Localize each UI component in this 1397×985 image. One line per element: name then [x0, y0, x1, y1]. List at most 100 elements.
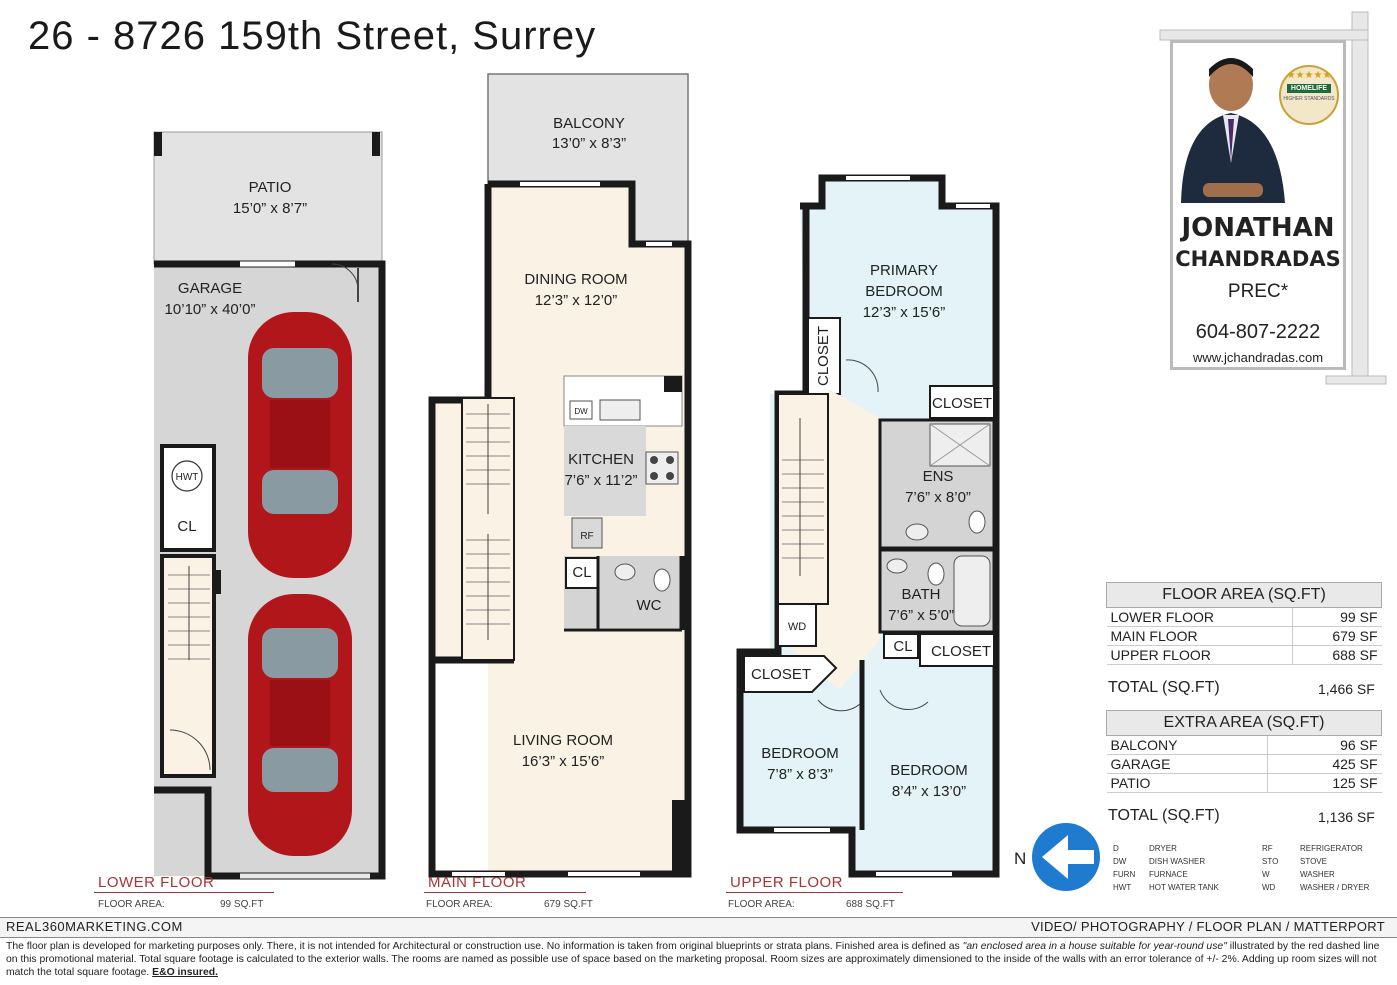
main-floor-area-label: FLOOR AREA: [426, 899, 493, 910]
lower-wall-stub [215, 570, 221, 594]
primary-label-2: BEDROOM [865, 283, 943, 300]
lower-floor-plan: PATIO 15’0” x 8’7” GARAGE 10’10” x 40’0”… [153, 131, 386, 880]
agent-website[interactable]: www.jchandradas.com [1192, 350, 1324, 365]
balcony-label: BALCONY [553, 115, 625, 132]
primary-label-1: PRIMARY [870, 262, 938, 279]
wc-label: WC [637, 597, 662, 614]
north-label: N [1014, 849, 1026, 868]
agent-phone[interactable]: 604-807-2222 [1195, 321, 1321, 343]
primary-closet-label: CLOSET [932, 395, 992, 412]
kitchen-wall-stub [664, 376, 682, 392]
main-floor-walls [428, 180, 692, 878]
floor-area-header: FLOOR AREA (SQ.FT) [1106, 582, 1382, 608]
living-label: LIVING ROOM [513, 732, 613, 749]
upper-stairs [782, 459, 824, 559]
living-wall-block [672, 800, 688, 874]
upper-floor-area-value: 688 SQ.FT [846, 899, 895, 910]
upper-cl-box [883, 633, 919, 659]
agent-title: PREC* [1227, 281, 1289, 302]
footer-services: VIDEO/ PHOTOGRAPHY / FLOOR PLAN / MATTER… [1031, 919, 1385, 934]
dw-label: DW [574, 407, 588, 416]
floor-area-total-value: 1,466 SF [1318, 681, 1375, 697]
main-floor-plan: BALCONY 13’0” x 8’3” DINING ROOM 12’3” x… [428, 73, 692, 878]
patio-dims: 15’0” x 8’7” [233, 200, 307, 217]
closet-right-label: CLOSET [931, 643, 991, 660]
stove-icon [645, 451, 679, 485]
upper-floor-name: UPPER FLOOR [725, 874, 904, 893]
garage-dims: 10’10” x 40’0” [165, 301, 256, 318]
closet-right [919, 633, 995, 667]
upper-stair-well [777, 393, 829, 605]
closet-vertical-label: CLOSET [815, 326, 832, 386]
agent-sign: ★★★★★ HOMELIFE HIGHER STANDARDS JONATHAN… [1170, 40, 1346, 370]
ens-label: ENS [923, 468, 954, 485]
wc-sink [614, 563, 636, 581]
car-top [248, 312, 352, 578]
lower-stair-well [160, 554, 216, 778]
upper-floor-area-label: FLOOR AREA: [728, 899, 795, 910]
lower-floor-area-label: FLOOR AREA: [98, 899, 165, 910]
ens-dims: 7’6” x 8’0” [905, 489, 971, 506]
garage-label: GARAGE [178, 280, 242, 297]
homelife-logo: ★★★★★ HOMELIFE HIGHER STANDARDS [1279, 65, 1339, 125]
patio-post-right [372, 132, 380, 156]
bath-label: BATH [902, 586, 941, 603]
wd-label: WD [788, 621, 806, 633]
main-cl-label: CL [572, 564, 591, 581]
lower-cl-label: CL [177, 518, 196, 535]
dining-label: DINING ROOM [524, 271, 627, 288]
lower-entry-door-swing [169, 729, 211, 771]
bedroom-right-label: BEDROOM [890, 762, 968, 779]
dining-dims: 12’3” x 12’0” [535, 292, 618, 309]
bathtub [953, 555, 991, 627]
wd-closet [777, 603, 817, 647]
footer-bar [0, 917, 1397, 938]
extra-area-total-value: 1,136 SF [1318, 809, 1375, 825]
bedroom-right-dims: 8’4” x 13’0” [892, 783, 966, 800]
floor-area-total-label: TOTAL (SQ.FT) [1108, 679, 1220, 696]
patio-label: PATIO [249, 179, 292, 196]
kitchen-dims: 7’6” x 11’2” [564, 472, 637, 489]
north-arrow-icon [1032, 823, 1100, 891]
rf-box [571, 517, 603, 549]
utility-room [160, 444, 216, 552]
primary-closet [929, 385, 995, 419]
page-title: 26 - 8726 159th Street, Surrey [28, 14, 597, 58]
extra-area-header: EXTRA AREA (SQ.FT) [1106, 710, 1382, 736]
dw-box [569, 400, 593, 420]
closet-left [743, 655, 838, 693]
patio-area [153, 131, 383, 265]
kitchen-sink [599, 399, 641, 421]
car-bottom [248, 594, 352, 856]
upper-floor-plan: PRIMARY BEDROOM 12’3” x 15’6” CLOSET CLO… [736, 174, 1000, 878]
wc-toilet [653, 568, 671, 592]
patio-post-left [154, 132, 162, 156]
disclaimer: The floor plan is developed for marketin… [6, 941, 1380, 978]
main-floor-name: MAIN FLOOR [423, 874, 587, 893]
footer-website[interactable]: REAL360MARKETING.COM [6, 919, 183, 934]
lower-floor-name: LOWER FLOOR [93, 874, 275, 893]
agent-first-name: JONATHAN [1181, 213, 1335, 243]
extra-area-total-label: TOTAL (SQ.FT) [1108, 807, 1220, 824]
hwt-icon [171, 460, 203, 492]
rf-label: RF [580, 531, 593, 542]
hwt-label: HWT [176, 472, 199, 483]
agent-last-name: CHANDRADAS [1175, 247, 1341, 271]
bedroom-left-dims: 7’8” x 8’3” [767, 766, 833, 783]
primary-dims: 12’3” x 15’6” [863, 304, 946, 321]
main-floor-area-value: 679 SQ.FT [544, 899, 593, 910]
bath-dims: 7’6” x 5’0” [888, 607, 954, 624]
main-floor-area [432, 184, 688, 874]
balcony-dims: 13’0” x 8’3” [552, 135, 626, 152]
